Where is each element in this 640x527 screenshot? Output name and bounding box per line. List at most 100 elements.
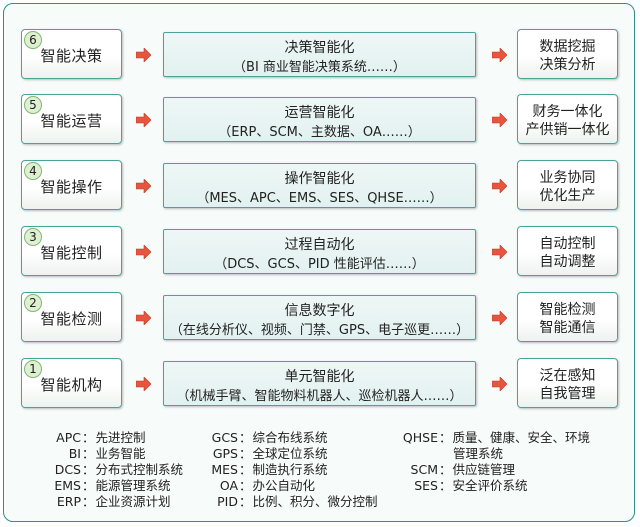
- legend-desc: 分布式控制系统: [95, 462, 184, 477]
- right-arrow-icon: [491, 47, 508, 63]
- legend-entry: ERP：企业资源计划: [38, 494, 183, 510]
- legend-abbr: SES: [414, 478, 438, 493]
- legend-abbr: APC: [56, 430, 81, 445]
- legend-desc: 综合布线系统: [252, 430, 328, 445]
- outcome-line-2: 智能通信: [539, 320, 596, 336]
- legend-desc: 业务智能: [95, 446, 146, 461]
- legend-abbr: EMS: [54, 478, 81, 493]
- level-label: 智能运营: [40, 112, 103, 130]
- capability-title: 单元智能化: [284, 369, 355, 385]
- legend-desc: 质量、健康、安全、环境: [452, 430, 591, 445]
- level-number-badge: 3: [24, 228, 42, 246]
- capability-title: 过程自动化: [284, 237, 355, 253]
- right-arrow-icon: [135, 47, 152, 63]
- legend-desc: 办公自动化: [252, 478, 316, 493]
- legend-separator: ：: [239, 462, 252, 477]
- legend-abbr: OA: [219, 478, 238, 493]
- legend-entry-continued: 管理系统: [378, 446, 590, 462]
- capability-box-6: 决策智能化 （BI 商业智能决策系统……）: [163, 32, 476, 77]
- outcome-box-2: 智能检测智能通信: [517, 292, 618, 342]
- outcome-box-5: 财务一体化产供销一体化: [517, 94, 618, 144]
- legend-entry: QHSE：质量、健康、安全、环境: [378, 430, 590, 446]
- outcome-line-1: 智能检测: [539, 302, 596, 318]
- outcome-line-2: 优化生产: [539, 188, 596, 204]
- legend-separator: ：: [82, 494, 95, 509]
- level-label: 智能检测: [40, 310, 103, 328]
- capability-examples: （在线分析仪、视频、门禁、GPS、电子巡更……）: [169, 323, 470, 338]
- legend-abbr: GCS: [211, 430, 238, 445]
- right-arrow-icon: [135, 376, 152, 392]
- legend-separator: ：: [439, 430, 452, 445]
- capability-box-5: 运营智能化 （ERP、SCM、主数据、OA……）: [163, 97, 476, 142]
- right-arrow-icon: [491, 112, 508, 128]
- legend-abbr: DCS: [54, 462, 81, 477]
- legend-separator: ：: [82, 462, 95, 477]
- legend-desc: 能源管理系统: [95, 478, 171, 493]
- right-arrow-icon: [491, 244, 508, 260]
- capability-examples: （MES、APC、EMS、SES、QHSE……）: [196, 191, 443, 206]
- outcome-line-2: 自动调整: [539, 254, 596, 270]
- legend-entry: DCS：分布式控制系统: [38, 462, 183, 478]
- level-label: 智能机构: [40, 376, 103, 394]
- capability-title: 决策智能化: [284, 40, 355, 56]
- legend-desc: 供应链管理: [452, 462, 516, 477]
- outcome-line-1: 泛在感知: [539, 368, 596, 384]
- legend-desc: 制造执行系统: [252, 462, 328, 477]
- level-number-badge: 2: [24, 294, 42, 312]
- legend-desc: 管理系统: [453, 446, 504, 461]
- legend-separator: ：: [239, 430, 252, 445]
- capability-box-1: 单元智能化 （机械手臂、智能物料机器人、巡检机器人……）: [163, 361, 476, 406]
- level-label: 智能决策: [40, 47, 103, 65]
- right-arrow-icon: [135, 310, 152, 326]
- legend-separator: ：: [439, 478, 452, 493]
- outcome-line-1: 数据挖掘: [539, 39, 596, 55]
- legend-separator: ：: [82, 478, 95, 493]
- legend-abbr: BI: [68, 446, 81, 461]
- outcome-box-6: 数据挖掘决策分析: [517, 29, 618, 79]
- legend-abbr: PID: [217, 494, 238, 509]
- right-arrow-icon: [491, 178, 508, 194]
- capability-examples: （机械手臂、智能物料机器人、巡检机器人……）: [176, 389, 463, 404]
- capability-examples: （BI 商业智能决策系统……）: [233, 60, 406, 75]
- outcome-line-1: 财务一体化: [532, 104, 603, 120]
- legend-desc: 比例、积分、微分控制: [252, 494, 378, 509]
- right-arrow-icon: [135, 178, 152, 194]
- legend-entry: PID：比例、积分、微分控制: [190, 494, 378, 510]
- legend-separator: ：: [82, 430, 95, 445]
- capability-box-4: 操作智能化 （MES、APC、EMS、SES、QHSE……）: [163, 163, 476, 208]
- legend-abbr: GPS: [212, 446, 238, 461]
- outcome-line-1: 业务协同: [539, 170, 596, 186]
- legend-separator: ：: [439, 462, 452, 477]
- legend-abbr: SCM: [410, 462, 438, 477]
- legend-entry: EMS：能源管理系统: [38, 478, 183, 494]
- outcome-line-2: 产供销一体化: [525, 122, 610, 138]
- legend-entry: GCS：综合布线系统: [190, 430, 378, 446]
- level-label: 智能控制: [40, 244, 103, 262]
- legend-entry: MES：制造执行系统: [190, 462, 378, 478]
- capability-examples: （DCS、GCS、PID 性能评估……）: [214, 257, 425, 272]
- capability-title: 操作智能化: [284, 171, 355, 187]
- legend-desc: 企业资源计划: [95, 494, 171, 509]
- capability-title: 信息数字化: [284, 303, 355, 319]
- level-label: 智能操作: [40, 178, 103, 196]
- legend-entry: GPS：全球定位系统: [190, 446, 378, 462]
- legend-entry: SES：安全评价系统: [378, 478, 590, 494]
- legend-abbr: ERP: [56, 494, 81, 509]
- capability-title: 运营智能化: [284, 105, 355, 121]
- legend-separator: ：: [239, 494, 252, 509]
- capability-box-2: 信息数字化 （在线分析仪、视频、门禁、GPS、电子巡更……）: [163, 295, 476, 340]
- legend-abbr: QHSE: [402, 430, 438, 445]
- legend-entry: SCM：供应链管理: [378, 462, 590, 478]
- legend-desc: 安全评价系统: [452, 478, 528, 493]
- outcome-line-2: 决策分析: [539, 57, 596, 73]
- outcome-box-1: 泛在感知自我管理: [517, 358, 618, 408]
- level-number-badge: 5: [24, 96, 42, 114]
- capability-examples: （ERP、SCM、主数据、OA……）: [218, 125, 421, 140]
